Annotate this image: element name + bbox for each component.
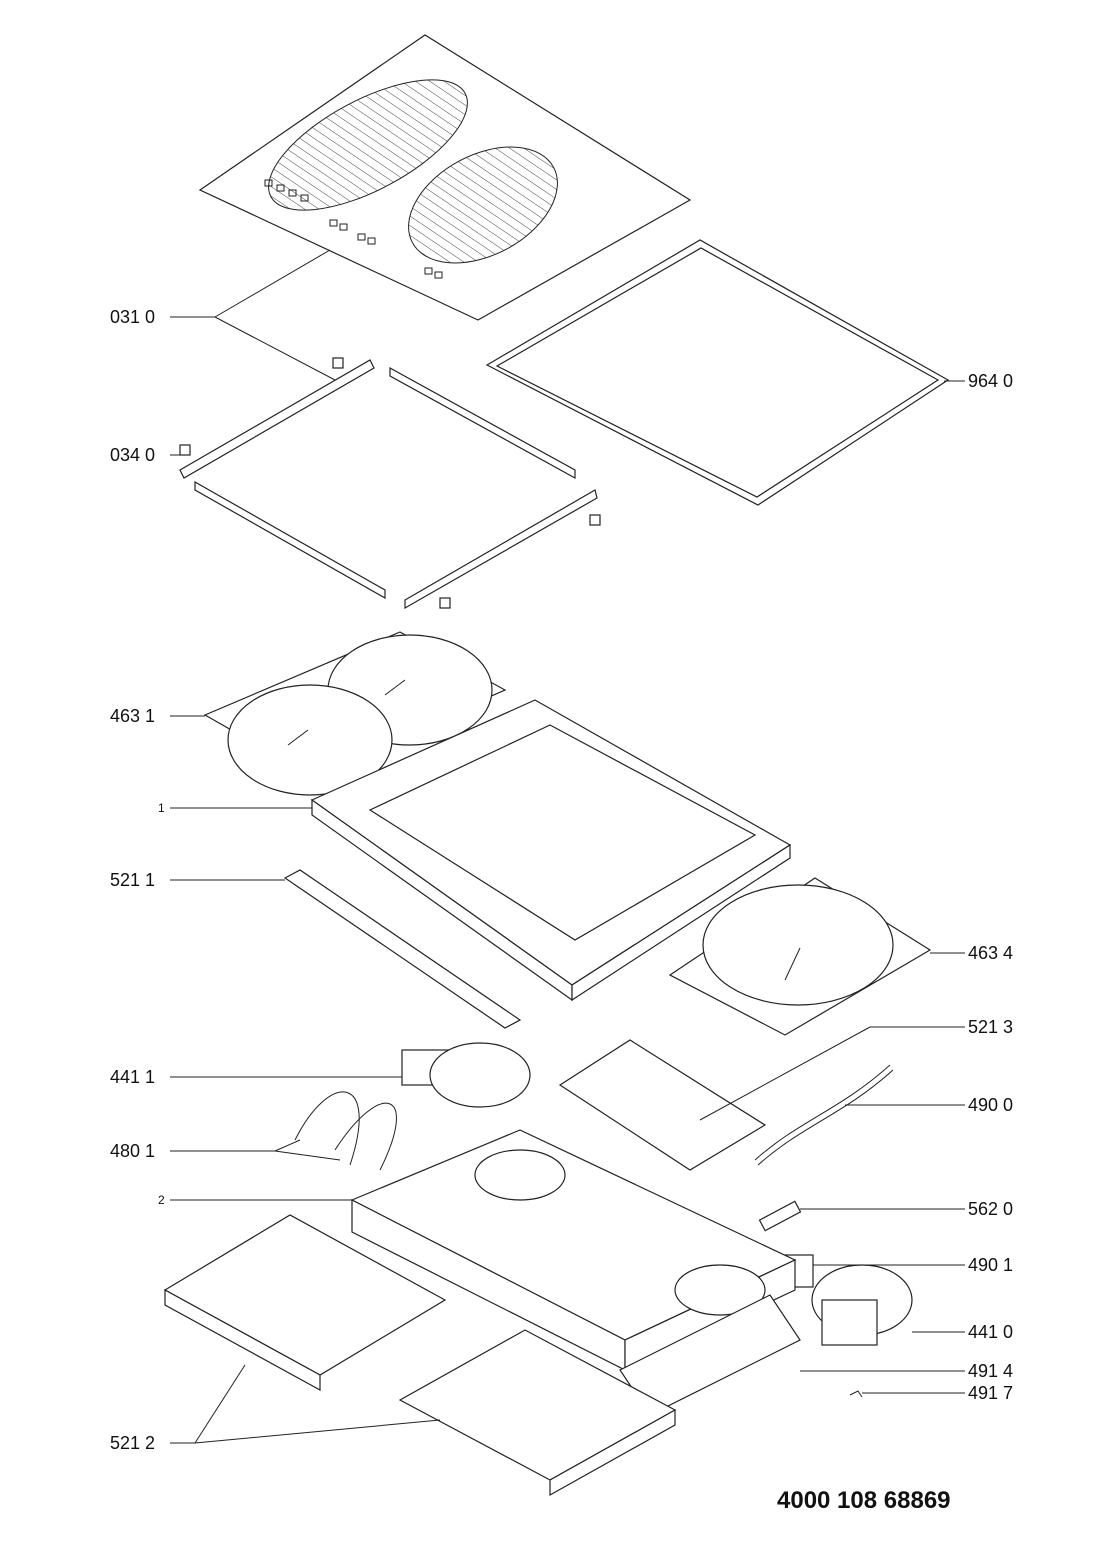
callout-1: 1 [158,801,165,815]
mounting-brackets [179,357,601,610]
document-number: 4000 108 68869 [777,1487,951,1514]
glass-ceramic-top [198,34,692,321]
fuse [758,1200,802,1232]
callout-441-0: 441 0 [968,1322,1013,1342]
callout-490-1: 490 1 [968,1255,1013,1275]
fan-left [401,1042,531,1108]
callout-480-1: 480 1 [110,1141,155,1161]
callout-491-4: 491 4 [968,1361,1013,1381]
callout-2: 2 [158,1193,165,1207]
callout-964-0: 964 0 [968,371,1013,391]
filter-board [558,1039,767,1171]
bottom-housing [350,1129,797,1371]
callout-521-1: 521 1 [110,870,155,890]
callout-031-0: 031 0 [110,307,155,327]
callout-034-0: 034 0 [110,445,155,465]
callout-521-2: 521 2 [110,1433,155,1453]
coil-carrier-frame [310,699,792,1002]
callout-491-7: 491 7 [968,1383,1013,1403]
power-cable [754,1064,894,1166]
callout-463-1: 463 1 [110,706,155,726]
clip [849,1390,863,1398]
callout-441-1: 441 1 [110,1067,155,1087]
induction-coil-pair [203,631,507,796]
seal-gasket [485,239,950,506]
leader-lines [170,249,965,1444]
callout-562-0: 562 0 [968,1199,1013,1219]
callout-521-3: 521 3 [968,1017,1013,1037]
callout-463-4: 463 4 [968,943,1013,963]
control-board [283,869,522,1029]
power-boards [163,1214,677,1497]
fan-right [811,1264,913,1346]
callout-490-0: 490 0 [968,1095,1013,1115]
induction-coil-single [668,877,932,1036]
wiring-harness [294,1091,397,1171]
